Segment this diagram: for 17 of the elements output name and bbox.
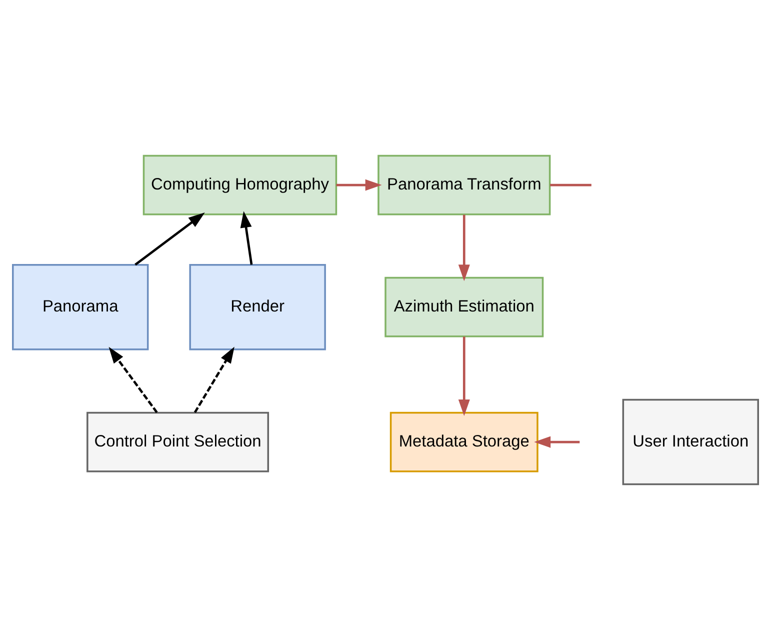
- arrow: [108, 346, 158, 413]
- arrow: [134, 212, 205, 266]
- connector: [550, 183, 592, 186]
- node-box: Azimuth Estimation: [384, 276, 544, 337]
- arrow: [336, 178, 382, 190]
- arrow: [240, 210, 253, 264]
- node-box: Panorama: [12, 263, 149, 350]
- node-box: Computing Homography: [142, 154, 338, 215]
- node-box: Metadata Storage: [390, 411, 538, 472]
- node-box: Panorama Transform: [378, 154, 551, 215]
- node-box: Render: [189, 263, 326, 350]
- arrow: [458, 214, 470, 281]
- arrow: [458, 336, 470, 416]
- node-box: User Interaction: [622, 398, 759, 485]
- arrow: [534, 436, 580, 448]
- arrow: [194, 346, 234, 413]
- node-box: Control Point Selection: [86, 411, 270, 472]
